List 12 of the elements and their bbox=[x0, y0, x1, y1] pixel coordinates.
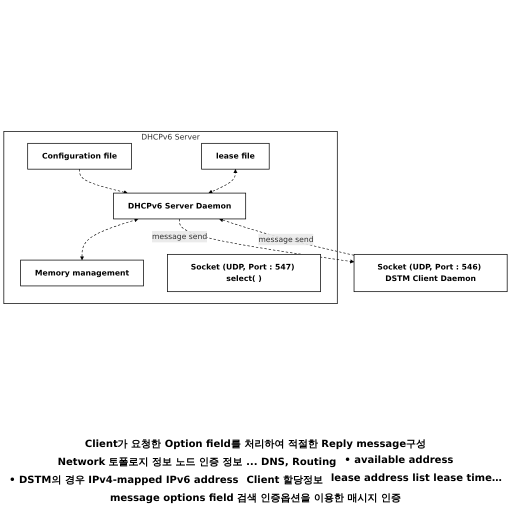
note-text: Client 할당정보 bbox=[246, 474, 323, 487]
note-text: Client가 요청한 Option field를 처리하여 적절한 Reply message구성 bbox=[84, 438, 426, 451]
arrow bbox=[219, 218, 354, 256]
arrow bbox=[208, 169, 238, 194]
note-text: • DSTM의 경우 IPv4-mapped IPv6 address bbox=[9, 474, 239, 487]
arrow bbox=[80, 218, 138, 260]
note-text: lease address list lease time… bbox=[330, 473, 502, 486]
note-text: • available address bbox=[344, 455, 454, 468]
arrow bbox=[79, 168, 128, 194]
note-text: Network 토폴로지 정보 노드 인증 정보 ... DNS, Routing bbox=[58, 456, 336, 469]
arrow bbox=[179, 218, 354, 264]
note-text: message options field 검색 인증옵션을 이용한 매시지 인증 bbox=[110, 492, 402, 505]
